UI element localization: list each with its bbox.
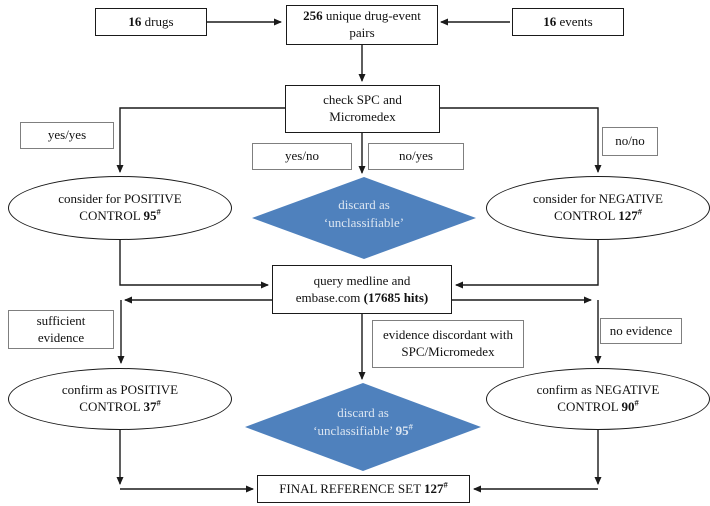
arrow-check-to-consider-negative bbox=[440, 107, 602, 173]
node-final-reference-set-label: FINAL REFERENCE SET 127# bbox=[279, 479, 448, 496]
node-final-reference-set: FINAL REFERENCE SET 127# bbox=[257, 475, 470, 503]
label-yes-no-text: yes/no bbox=[285, 148, 319, 164]
diamond-discard-2-line1: discard as bbox=[337, 405, 389, 420]
node-16-events: 16 events bbox=[512, 8, 624, 36]
diamond-discard-2: discard as ‘unclassifiable’ 95# bbox=[243, 404, 483, 439]
label-no-no: no/no bbox=[602, 127, 658, 156]
node-drug-event-pairs-line2: pairs bbox=[349, 25, 375, 40]
ellipse-confirm-positive-line1: confirm as POSITIVE bbox=[61, 382, 179, 398]
diamond-discard-1-line1: discard as bbox=[338, 197, 390, 212]
node-query-medline-line2: embase.com (17685 hits) bbox=[295, 289, 429, 305]
ellipse-consider-negative-line1: consider for NEGATIVE bbox=[533, 191, 663, 207]
label-yes-yes: yes/yes bbox=[20, 122, 114, 149]
label-no-yes-text: no/yes bbox=[399, 148, 433, 164]
ellipse-consider-negative-line2: CONTROL 127# bbox=[554, 206, 642, 223]
ellipse-confirm-negative-line1: confirm as NEGATIVE bbox=[536, 382, 660, 398]
node-16-drugs-label: 16 drugs bbox=[128, 13, 174, 29]
diamond-discard-1: discard as ‘unclassifiable’ bbox=[264, 196, 464, 231]
ellipse-consider-positive-line1: consider for POSITIVE bbox=[58, 191, 182, 207]
diamond-discard-1-line2: ‘unclassifiable’ bbox=[323, 214, 405, 230]
node-drug-event-pairs-line1: 256 unique drug-event bbox=[303, 8, 421, 24]
node-16-events-label: 16 events bbox=[543, 13, 593, 29]
label-yes-yes-text: yes/yes bbox=[47, 127, 87, 143]
label-evidence-discordant-line1: evidence discordant with bbox=[383, 327, 513, 343]
label-sufficient-evidence-line2: evidence bbox=[37, 329, 85, 345]
ellipse-confirm-negative: confirm as NEGATIVE CONTROL 90# bbox=[486, 368, 710, 430]
diamond-discard-2-shape bbox=[245, 383, 481, 471]
arrow-check-to-consider-positive bbox=[116, 107, 285, 173]
label-sufficient-evidence: sufficient evidence bbox=[8, 310, 114, 349]
ellipse-confirm-positive-line2: CONTROL 37# bbox=[79, 397, 161, 414]
node-query-medline-line1: query medline and bbox=[313, 272, 411, 288]
node-drug-event-pairs: 256 unique drug-event pairs bbox=[286, 5, 438, 45]
arrow-consider-positive-to-query bbox=[119, 240, 269, 289]
node-check-spc: check SPC and Micromedex bbox=[285, 85, 440, 133]
label-no-no-text: no/no bbox=[615, 133, 645, 149]
label-no-evidence-text: no evidence bbox=[609, 322, 673, 338]
label-no-evidence: no evidence bbox=[600, 318, 682, 344]
ellipse-consider-positive-line2: CONTROL 95# bbox=[79, 206, 161, 223]
label-yes-no: yes/no bbox=[252, 143, 352, 170]
node-check-spc-line1: check SPC and bbox=[323, 92, 402, 108]
node-query-medline: query medline and embase.com (17685 hits… bbox=[272, 265, 452, 314]
arrow-consider-negative-to-query bbox=[455, 240, 599, 289]
label-evidence-discordant-line2: SPC/Micromedex bbox=[401, 344, 495, 359]
node-16-drugs: 16 drugs bbox=[95, 8, 207, 36]
ellipse-consider-negative: consider for NEGATIVE CONTROL 127# bbox=[486, 176, 710, 240]
label-evidence-discordant: evidence discordant with SPC/Micromedex bbox=[372, 320, 524, 368]
ellipse-consider-positive: consider for POSITIVE CONTROL 95# bbox=[8, 176, 232, 240]
ellipse-confirm-positive: confirm as POSITIVE CONTROL 37# bbox=[8, 368, 232, 430]
diamond-discard-2-line2: ‘unclassifiable’ 95# bbox=[313, 421, 413, 438]
label-sufficient-evidence-line1: sufficient bbox=[36, 312, 86, 328]
ellipse-confirm-negative-line2: CONTROL 90# bbox=[557, 397, 639, 414]
label-no-yes: no/yes bbox=[368, 143, 464, 170]
node-check-spc-line2: Micromedex bbox=[329, 109, 396, 124]
diamond-discard-1-shape bbox=[252, 177, 476, 259]
